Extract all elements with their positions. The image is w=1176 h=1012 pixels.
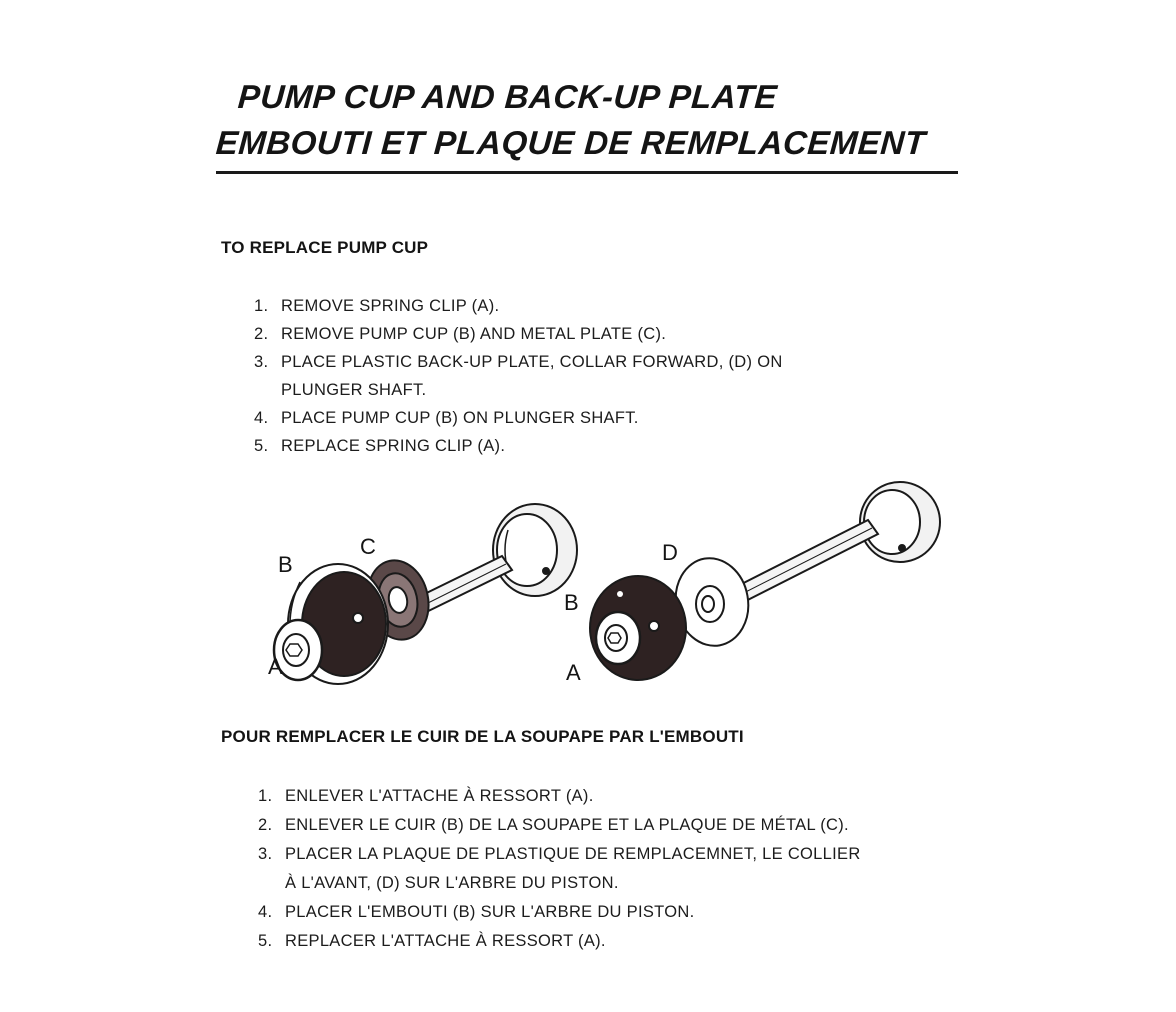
- step-text: REMOVE PUMP CUP (B) AND METAL PLATE (C).: [281, 325, 667, 343]
- right-spring-clip: [594, 610, 642, 666]
- step-item: 1. REMOVE SPRING CLIP (A).: [254, 292, 783, 320]
- right-rear-knob: [859, 481, 941, 563]
- step-number: 3.: [254, 353, 269, 371]
- heading-french: POUR REMPLACER LE CUIR DE LA SOUPAPE PAR…: [221, 727, 744, 746]
- step-item: 1. ENLEVER L'ATTACHE À RESSORT (A).: [258, 782, 861, 811]
- step-number: 5.: [254, 437, 269, 455]
- steps-english: 1. REMOVE SPRING CLIP (A). 2. REMOVE PUMP C…: [254, 292, 783, 460]
- step-item: 3. PLACER LA PLAQUE DE PLASTIQUE DE REMPL…: [258, 840, 861, 869]
- label-left-c: C: [360, 534, 376, 559]
- step-number: 1.: [258, 787, 273, 805]
- left-assembly: [272, 503, 578, 685]
- step-item: 5. REPLACE SPRING CLIP (A).: [254, 432, 783, 460]
- step-text: À L'AVANT, (D) SUR L'ARBRE DU PISTON.: [285, 874, 619, 892]
- step-text: PLUNGER SHAFT.: [281, 381, 427, 399]
- pump-cup-illustration: A B C A B: [268, 481, 941, 685]
- step-item: 2. REMOVE PUMP CUP (B) AND METAL PLATE (C…: [254, 320, 783, 348]
- left-rear-knob: [492, 503, 578, 597]
- label-left-b: B: [278, 552, 293, 577]
- title-rule: [216, 171, 958, 174]
- right-backup-plate: [674, 557, 750, 647]
- label-right-b: B: [564, 590, 579, 615]
- step-number: [258, 869, 285, 898]
- step-number: 1.: [254, 297, 269, 315]
- step-item: 4. PLACE PUMP CUP (B) ON PLUNGER SHAFT.: [254, 404, 783, 432]
- step-number: 2.: [254, 325, 269, 343]
- step-text: REPLACE SPRING CLIP (A).: [281, 437, 506, 455]
- title-french: EMBOUTI ET PLAQUE DE REMPLACEMENT: [214, 124, 927, 161]
- left-spring-clip: [272, 618, 324, 682]
- label-right-a: A: [566, 660, 581, 685]
- step-item: 3. PLACE PLASTIC BACK-UP PLATE, COLLAR FO…: [254, 348, 783, 376]
- label-left-a: A: [268, 654, 283, 679]
- step-text: PLACE PUMP CUP (B) ON PLUNGER SHAFT.: [281, 409, 639, 427]
- step-text: REPLACER L'ATTACHE À RESSORT (A).: [285, 932, 606, 950]
- step-number: 2.: [258, 816, 273, 834]
- step-text: PLACER L'EMBOUTI (B) SUR L'ARBRE DU PIST…: [285, 903, 695, 921]
- step-text: PLACE PLASTIC BACK-UP PLATE, COLLAR FORW…: [281, 353, 783, 371]
- step-number: 5.: [258, 932, 273, 950]
- step-text: ENLEVER L'ATTACHE À RESSORT (A).: [285, 787, 594, 805]
- steps-french: 1. ENLEVER L'ATTACHE À RESSORT (A). 2. ENLE…: [258, 782, 861, 956]
- step-item: 4. PLACER L'EMBOUTI (B) SUR L'ARBRE DU PI…: [258, 898, 861, 927]
- step-text: ENLEVER LE CUIR (B) DE LA SOUPAPE ET LA …: [285, 816, 849, 834]
- step-continuation: À L'AVANT, (D) SUR L'ARBRE DU PISTON.: [258, 869, 861, 898]
- step-text: REMOVE SPRING CLIP (A).: [281, 297, 500, 315]
- step-number: 4.: [258, 903, 273, 921]
- label-right-d: D: [662, 540, 678, 565]
- right-assembly: [589, 481, 941, 681]
- left-metal-plate: [366, 559, 430, 641]
- heading-english: TO REPLACE PUMP CUP: [221, 238, 429, 257]
- title-english: PUMP CUP AND BACK-UP PLATE: [236, 78, 779, 115]
- step-number: [254, 376, 281, 404]
- step-text: PLACER LA PLAQUE DE PLASTIQUE DE REMPLAC…: [285, 845, 861, 863]
- step-item: 5. REPLACER L'ATTACHE À RESSORT (A).: [258, 927, 861, 956]
- step-continuation: PLUNGER SHAFT.: [254, 376, 783, 404]
- step-number: 3.: [258, 845, 273, 863]
- step-number: 4.: [254, 409, 269, 427]
- step-item: 2. ENLEVER LE CUIR (B) DE LA SOUPAPE ET L…: [258, 811, 861, 840]
